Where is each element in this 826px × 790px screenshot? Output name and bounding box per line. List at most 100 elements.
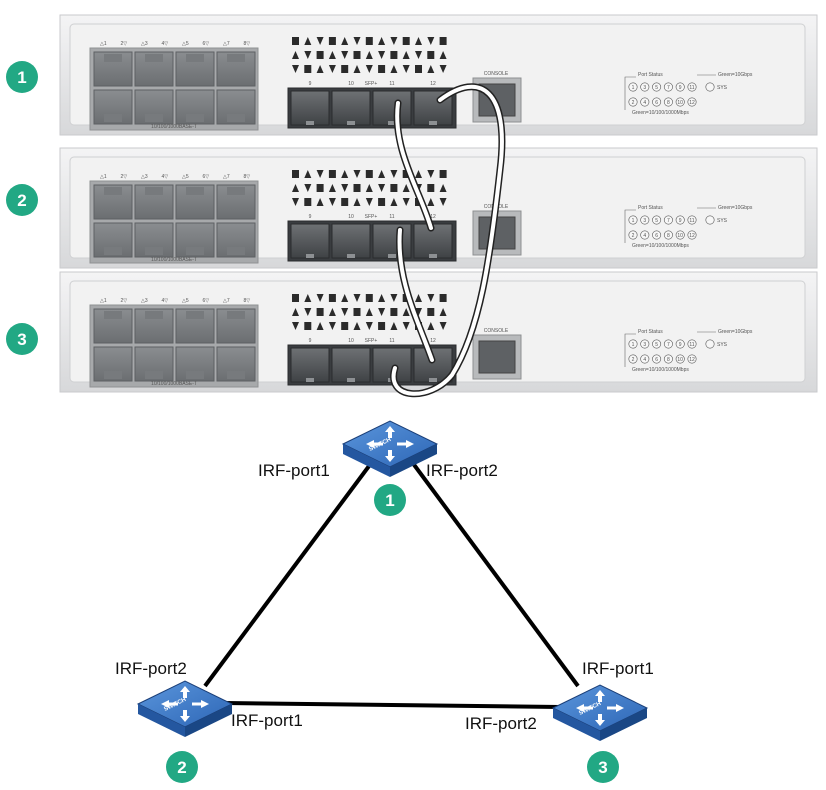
led-glyph — [427, 37, 435, 45]
led-glyph — [341, 65, 349, 73]
rj45-latch — [145, 114, 163, 122]
sfp-latch — [347, 121, 355, 125]
rj45-latch — [186, 247, 204, 255]
sfp-latch — [429, 121, 437, 125]
rj45-port — [134, 308, 174, 344]
rj45-latch — [227, 247, 245, 255]
sfp-port — [290, 223, 330, 259]
sfp-port-number: 11 — [389, 214, 394, 220]
rj45-port-number: 2▽ — [121, 298, 128, 304]
status-led — [640, 215, 650, 225]
led-glyph — [365, 198, 373, 206]
rj45-latch — [186, 311, 204, 319]
led-glyph — [390, 65, 398, 73]
led-glyph — [353, 308, 361, 316]
sfp-latch — [347, 378, 355, 382]
led-glyph — [378, 322, 386, 330]
rj45-caption: 10/100/1000BASE-T — [151, 381, 197, 387]
led-glyph — [390, 308, 398, 316]
status-led-number: 8 — [667, 233, 670, 239]
status-led — [652, 215, 662, 225]
led-glyph — [439, 37, 447, 45]
status-led — [675, 339, 685, 349]
led-glyph — [353, 294, 361, 302]
sfp-port — [331, 347, 371, 383]
led-glyph — [316, 198, 324, 206]
led-glyph — [292, 322, 299, 330]
led-glyph — [341, 294, 349, 302]
led-glyph — [402, 308, 410, 316]
led-glyph — [341, 322, 349, 330]
status-led — [687, 82, 697, 92]
status-led-number: 6 — [655, 233, 658, 239]
status-led — [675, 82, 685, 92]
label-sw3-irf-port2: IRF-port2 — [465, 714, 537, 733]
rj45-port-number: △5 — [182, 298, 189, 304]
rj45-latch — [104, 187, 122, 195]
rj45-port-number: △7 — [223, 41, 230, 47]
sfp-port — [372, 90, 412, 126]
legend-10g: Green=10Gbps — [718, 329, 753, 335]
led-glyph — [304, 170, 312, 178]
status-led-number: 4 — [643, 357, 646, 363]
svg-text:3: 3 — [598, 758, 607, 777]
led-glyph — [316, 37, 324, 45]
led-glyph — [365, 37, 373, 45]
rj45-port — [216, 222, 256, 258]
sfp-latch — [429, 378, 437, 382]
led-glyph — [316, 322, 324, 330]
status-led — [628, 97, 638, 107]
status-led-number: 2 — [632, 233, 635, 239]
sfp-caption: SFP+ — [365, 214, 378, 220]
led-glyph — [365, 51, 373, 59]
led-glyph — [439, 198, 447, 206]
legend-10g: Green=10Gbps — [718, 72, 753, 78]
led-glyph — [316, 51, 324, 59]
sys-label: SYS — [717, 342, 728, 348]
led-glyph — [353, 198, 361, 206]
led-glyph — [304, 308, 312, 316]
led-glyph — [304, 322, 312, 330]
led-glyph — [378, 308, 386, 316]
rj45-port-number: 2▽ — [121, 174, 128, 180]
led-glyph — [316, 65, 324, 73]
led-glyph — [365, 65, 373, 73]
led-glyph — [328, 51, 336, 59]
status-led — [628, 354, 638, 364]
led-glyph — [402, 184, 410, 192]
status-led-number: 9 — [679, 342, 682, 348]
legend-1g: Green=10/100/1000Mbps — [632, 110, 689, 116]
led-glyph — [341, 37, 349, 45]
switch-3-icon: SWITCH — [552, 684, 648, 742]
sfp-latch — [388, 254, 396, 258]
rj45-port-number: △1 — [100, 41, 107, 47]
led-glyph — [415, 65, 422, 73]
rj45-caption: 10/100/1000BASE-T — [151, 257, 197, 263]
rj45-port-number: △5 — [182, 41, 189, 47]
rj45-latch — [104, 114, 122, 122]
status-led-number: 9 — [679, 218, 682, 224]
rj45-port-number: 8▽ — [244, 174, 251, 180]
status-led — [663, 230, 673, 240]
led-glyph — [292, 308, 299, 316]
status-led — [640, 354, 650, 364]
led-glyph — [427, 322, 435, 330]
status-led-number: 12 — [689, 100, 695, 106]
status-led — [652, 97, 662, 107]
label-sw1-irf-port1: IRF-port1 — [258, 461, 330, 480]
led-glyph — [328, 294, 336, 302]
led-glyph — [390, 51, 398, 59]
sys-led — [705, 339, 715, 349]
led-glyph — [328, 308, 336, 316]
rj45-port-number: △5 — [182, 174, 189, 180]
rj45-latch — [104, 371, 122, 379]
legend-1g: Green=10/100/1000Mbps — [632, 367, 689, 373]
status-led-number: 9 — [679, 85, 682, 91]
sfp-port — [331, 90, 371, 126]
led-glyph — [316, 170, 324, 178]
sfp-port-number: 11 — [389, 338, 394, 344]
status-led-number: 1 — [632, 342, 635, 348]
status-led-number: 11 — [689, 85, 694, 91]
status-led — [675, 215, 685, 225]
sfp-port-number: 12 — [430, 214, 436, 220]
